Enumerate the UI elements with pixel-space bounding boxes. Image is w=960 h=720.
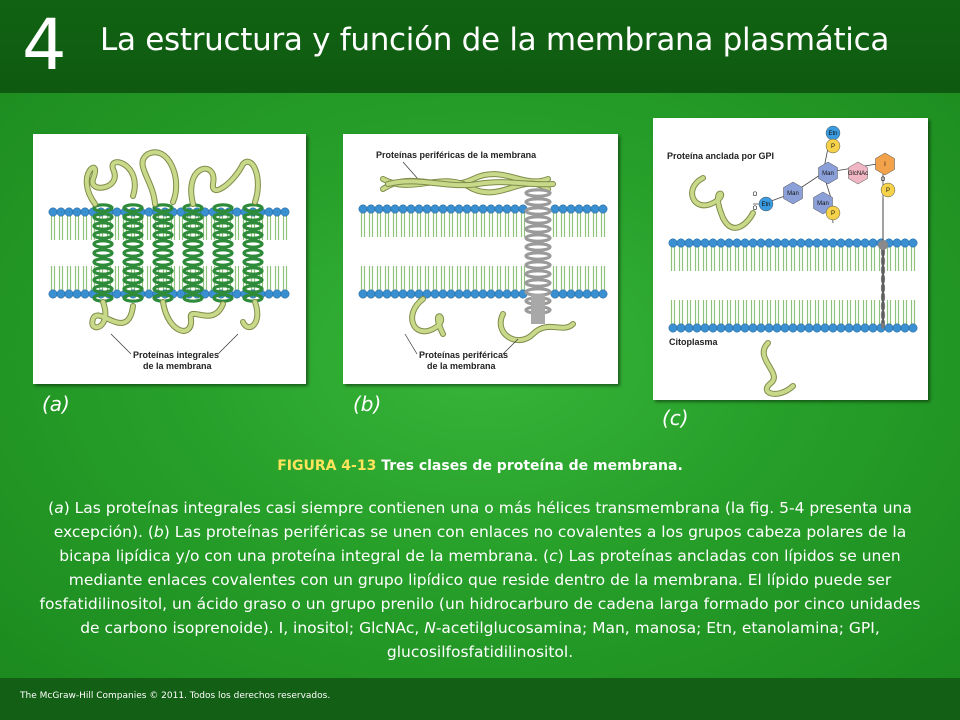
panel-c-annotation-gpi: Proteína anclada por GPI bbox=[667, 151, 774, 161]
lipid-bilayer bbox=[668, 238, 918, 333]
panel-b-annotation-line2: de la membrana bbox=[427, 361, 497, 371]
sugar-label: Man bbox=[787, 191, 799, 197]
sugar-label: Man bbox=[817, 201, 829, 207]
sugar-node bbox=[825, 205, 841, 221]
sugar-label: Man bbox=[822, 171, 834, 177]
figure-caption-body: (a) Las proteínas integrales casi siempr… bbox=[38, 496, 922, 664]
sugar-node bbox=[848, 161, 868, 185]
sugar-node bbox=[880, 182, 896, 198]
sugar-node bbox=[758, 196, 774, 212]
panel-b-annotation-line1: Proteínas periféricas bbox=[419, 350, 508, 360]
sugar-label: I bbox=[884, 162, 886, 168]
lipid-bilayer bbox=[358, 204, 608, 299]
caption-part: ) Las proteínas periféricas se unen con … bbox=[59, 523, 907, 565]
panel-b-illustration: Proteínas periféricas de la membrana Pro… bbox=[358, 150, 608, 371]
caption-part: ) Las proteínas integrales casi siempre … bbox=[53, 499, 912, 541]
sugar-label: GlcNAc bbox=[848, 171, 868, 177]
slide-title: La estructura y función de la membrana p… bbox=[100, 22, 890, 58]
peripheral-proteins bbox=[380, 171, 576, 343]
sugar-label: Etn bbox=[761, 202, 770, 208]
slide-footer: The McGraw-Hill Companies © 2011. Todos … bbox=[0, 678, 960, 720]
panel-a-integral-proteins: Proteínas integrales de la membrana bbox=[33, 134, 306, 384]
caption-part: b bbox=[153, 523, 164, 541]
caption-part: N bbox=[424, 619, 436, 637]
figure-number: FIGURA 4-13 bbox=[277, 458, 377, 474]
panel-b-peripheral-proteins: Proteínas periféricas de la membrana Pro… bbox=[343, 134, 618, 384]
slide-header: 4 La estructura y función de la membrana… bbox=[0, 0, 960, 93]
caption-part: ) Las proteínas ancladas con lípidos se … bbox=[39, 547, 921, 637]
caption-part: -acetilglucosamina; Man, manosa; Etn, et… bbox=[386, 619, 880, 661]
chapter-number: 4 bbox=[22, 4, 67, 86]
sugar-node bbox=[783, 181, 803, 205]
panel-c-label: (c) bbox=[662, 406, 689, 430]
sugar-node bbox=[875, 152, 895, 176]
sugar-label: P bbox=[831, 144, 835, 150]
integral-protein-helices bbox=[83, 149, 264, 334]
panel-b-annotation-top: Proteínas periféricas de la membrana bbox=[376, 150, 537, 160]
sugar-label: Etn bbox=[828, 131, 837, 137]
figure-title: Tres clases de proteína de membrana. bbox=[381, 458, 683, 474]
panel-a-label: (a) bbox=[42, 392, 70, 416]
panel-c-annotation-cytoplasm: Citoplasma bbox=[669, 337, 719, 347]
sugar-node bbox=[825, 138, 841, 154]
sugar-label: P bbox=[831, 211, 835, 217]
figure-caption-title: FIGURA 4-13 Tres clases de proteína de m… bbox=[0, 458, 960, 474]
sugar-label: O bbox=[753, 192, 758, 198]
sugar-label: P bbox=[886, 188, 890, 194]
sugar-node bbox=[818, 161, 838, 185]
caption-part: a bbox=[54, 499, 64, 517]
copyright-notice: The McGraw-Hill Companies © 2011. Todos … bbox=[20, 691, 331, 701]
caption-part: ( bbox=[48, 499, 55, 517]
gpi-anchored-protein bbox=[689, 175, 888, 397]
panel-b-label: (b) bbox=[353, 392, 382, 416]
panel-a-illustration: Proteínas integrales de la membrana bbox=[48, 149, 290, 371]
panel-a-annotation-line2: de la membrana bbox=[143, 361, 213, 371]
panel-a-annotation-line1: Proteínas integrales bbox=[133, 350, 219, 360]
caption-part: c bbox=[549, 547, 558, 565]
sugar-label: O bbox=[753, 206, 758, 212]
sugar-label: O bbox=[881, 177, 886, 183]
